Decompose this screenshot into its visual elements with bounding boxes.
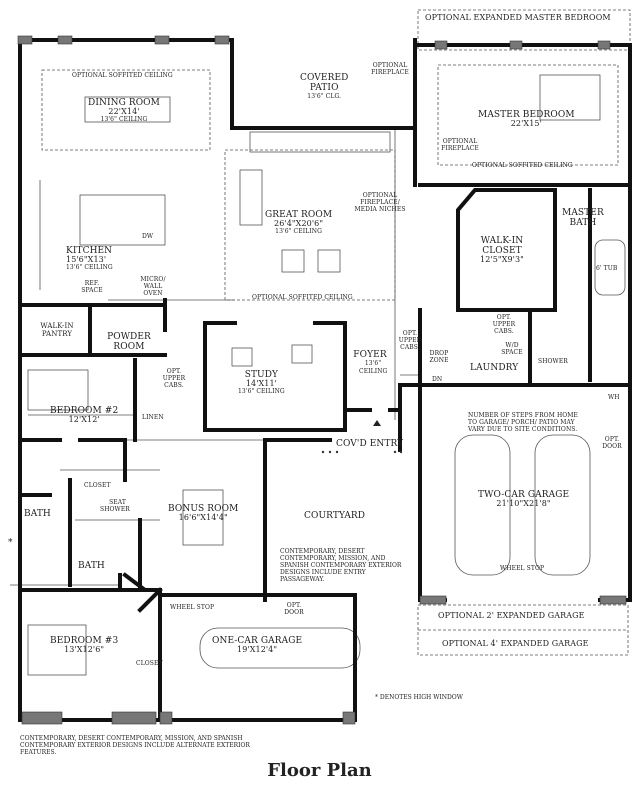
walk-in-closet-label: WALK-IN CLOSET 12'5"X9'3" xyxy=(472,236,532,264)
great-room-label: GREAT ROOM 26'4"X20'6" 13'6" CEILING xyxy=(265,210,332,236)
bath1-label: BATH xyxy=(24,509,51,519)
study-label: STUDY 14'X11' 13'6" CEILING xyxy=(238,370,285,396)
wd-space-label: W/D SPACE xyxy=(501,342,523,356)
one-car-garage-label: ONE-CAR GARAGE 19'X12'4" xyxy=(212,636,302,654)
entry-dots xyxy=(321,450,403,454)
bonus-room-name: BONUS ROOM xyxy=(168,504,239,514)
one-car-garage-dim: 19'X12'4" xyxy=(237,645,278,654)
bath-closet-label: CLOSET xyxy=(84,482,111,489)
courtyard-note: CONTEMPORARY, DESERT CONTEMPORARY, MISSI… xyxy=(280,548,402,583)
entry-arrow-icon xyxy=(373,420,381,426)
dining-soffit-label: OPTIONAL SOFFITED CEILING xyxy=(72,72,173,79)
covered-patio-ceiling: 13'6" CLG. xyxy=(307,93,342,100)
optional-2ft-garage-label: OPTIONAL 2' EXPANDED GARAGE xyxy=(438,611,585,620)
great-room-ceiling: 13'6" CEILING xyxy=(275,228,322,235)
courtyard-label: COURTYARD xyxy=(304,511,366,521)
foyer-upper-cabs-label: OPT. UPPER CABS. xyxy=(398,330,422,351)
walk-in-closet-dim: 12'5"X9'3" xyxy=(480,255,524,264)
master-bedroom-dim: 22'X15' xyxy=(510,119,542,128)
study-dim: 14'X11' xyxy=(245,379,277,388)
walk-in-closet-name: WALK-IN CLOSET xyxy=(480,236,524,256)
dn-label: DN xyxy=(432,376,443,383)
floor-plan-title: Floor Plan xyxy=(267,760,372,781)
dining-room-label: DINING ROOM 22'X14' 13'6" CEILING xyxy=(88,98,160,124)
bonus-room-dim: 16'6"X14'4" xyxy=(178,513,228,522)
covered-patio-name1: COVERED xyxy=(300,73,349,83)
bedroom3-dim: 13'X12'6" xyxy=(64,645,105,654)
two-car-wheel-stop-label: WHEEL STOP xyxy=(500,565,545,572)
bonus-room-label: BONUS ROOM 16'6"X14'4" xyxy=(168,504,238,522)
covered-entry-label: COV'D ENTRY xyxy=(336,439,404,449)
bed2-upper-cabs-label: OPT. UPPER CABS. xyxy=(162,368,186,389)
tub-label: 6' TUB xyxy=(596,265,618,272)
bedroom2-label: BEDROOM #2 12'X12' xyxy=(50,406,118,424)
optional-fireplace-top: OPTIONAL FIREPLACE xyxy=(371,62,409,76)
two-car-garage-dim: 21'10"X21'8" xyxy=(496,499,551,508)
kitchen-dim: 15'6"X13' xyxy=(66,255,107,264)
seat-shower-label: SEAT SHOWER xyxy=(100,499,130,513)
great-room-name: GREAT ROOM xyxy=(265,210,333,220)
kitchen-label: KITCHEN 15'6"X13' 13'6" CEILING xyxy=(66,246,113,272)
master-shower-label: SHOWER xyxy=(538,358,568,365)
optional-4ft-garage-label: OPTIONAL 4' EXPANDED GARAGE xyxy=(442,639,589,648)
high-window-note: * DENOTES HIGH WINDOW xyxy=(375,694,463,701)
exterior-designs-note: CONTEMPORARY, DESERT CONTEMPORARY, MISSI… xyxy=(20,735,250,756)
master-bedroom-name: MASTER BEDROOM xyxy=(478,110,575,120)
micro-wall-oven-label: MICRO/ WALL OVEN xyxy=(140,276,166,297)
study-ceiling: 13'6" CEILING xyxy=(238,388,285,395)
great-room-fireplace-label: OPTIONAL FIREPLACE/ MEDIA NICHES xyxy=(354,192,406,213)
dining-room-dim: 22'X14' xyxy=(108,107,140,116)
garage-opt-door-label: OPT. DOOR xyxy=(602,436,622,450)
ref-space-label: REF. SPACE xyxy=(81,280,103,294)
foyer-ceiling: 13'6" CEILING xyxy=(359,360,388,375)
optional-expanded-master-label: OPTIONAL EXPANDED MASTER BEDROOM xyxy=(425,13,611,22)
laundry-upper-cabs-label: OPT. UPPER CABS. xyxy=(492,314,516,335)
foyer-label: FOYER 13'6" CEILING xyxy=(353,350,387,376)
kitchen-name: KITCHEN xyxy=(66,246,113,256)
foyer-name: FOYER xyxy=(353,350,387,360)
covered-patio-label: COVERED PATIO 13'6" CLG. xyxy=(300,73,348,101)
bedroom2-name: BEDROOM #2 xyxy=(50,406,119,416)
thick-walls xyxy=(18,38,632,722)
linen-label: LINEN xyxy=(142,414,164,421)
thin-outlines xyxy=(10,9,631,676)
covered-patio-name2: PATIO xyxy=(309,83,339,93)
master-bath-name2: BATH xyxy=(569,218,597,228)
study-name: STUDY xyxy=(244,370,279,380)
bedroom3-name: BEDROOM #3 xyxy=(50,636,119,646)
window-blocks xyxy=(17,35,627,725)
dining-room-ceiling: 13'6" CEILING xyxy=(100,116,148,123)
high-window-star: * xyxy=(8,538,13,548)
one-car-opt-door-label: OPT. DOOR xyxy=(284,602,304,616)
master-bedroom-label: MASTER BEDROOM 22'X15' xyxy=(478,110,575,128)
great-room-soffit-label: OPTIONAL SOFFITED CEILING xyxy=(252,294,353,301)
dining-room-name: DINING ROOM xyxy=(88,98,160,108)
master-optional-fireplace: OPTIONAL FIREPLACE xyxy=(441,138,479,152)
two-car-garage-name: TWO-CAR GARAGE xyxy=(478,490,570,500)
bedroom2-dim: 12'X12' xyxy=(68,415,100,424)
bedroom3-label: BEDROOM #3 13'X12'6" xyxy=(50,636,118,654)
drop-zone-label: DROP ZONE xyxy=(429,350,449,364)
two-car-garage-label: TWO-CAR GARAGE 21'10"X21'8" xyxy=(478,490,569,508)
water-heater-label: WH xyxy=(608,394,620,401)
steps-note: NUMBER OF STEPS FROM HOME TO GARAGE/ POR… xyxy=(468,412,579,433)
master-soffit-label: OPTIONAL SOFFITED CEILING xyxy=(472,162,573,169)
one-car-garage-name: ONE-CAR GARAGE xyxy=(212,636,303,646)
great-room-dim: 26'4"X20'6" xyxy=(274,219,324,228)
bedroom3-closet-label: CLOSET xyxy=(136,660,163,667)
walk-in-pantry-label: WALK-IN PANTRY xyxy=(40,322,74,338)
master-bath-label: MASTER BATH xyxy=(562,208,604,228)
master-bath-name1: MASTER xyxy=(562,208,604,218)
laundry-label: LAUNDRY xyxy=(470,363,519,373)
bath2-label: BATH xyxy=(78,561,105,571)
one-car-wheel-stop-label: WHEEL STOP xyxy=(170,604,215,611)
kitchen-ceiling: 13'6" CEILING xyxy=(66,264,113,271)
dishwasher-label: DW xyxy=(142,233,154,240)
powder-room-label: POWDER ROOM xyxy=(107,332,151,352)
